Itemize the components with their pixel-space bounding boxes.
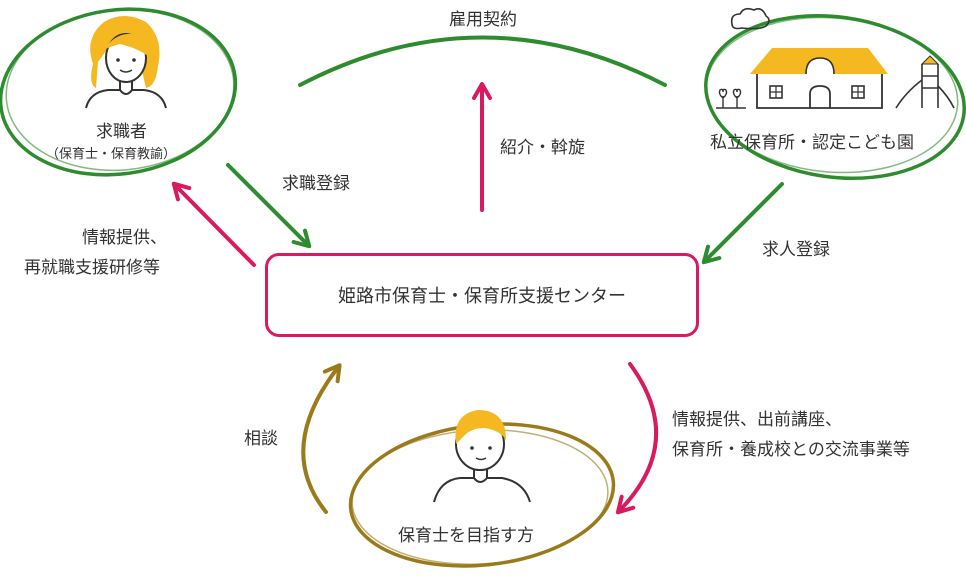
nursery-oval (704, 13, 966, 181)
boy-icon (433, 410, 531, 503)
label-introduction: 紹介・斡旋 (500, 138, 585, 158)
job-seeker-oval-sketch (5, 8, 235, 172)
label-consultation: 相談 (244, 429, 278, 449)
support-center-box: 姫路市保育士・保育所支援センター (265, 253, 699, 337)
label-info-provision-line2: 再就職支援研修等 (24, 258, 160, 278)
job-seeker-subtitle: （保育士・保育教諭） (46, 147, 177, 162)
nursery-building-icon (716, 7, 955, 109)
label-employment-contract: 雇用契約 (449, 10, 517, 30)
woman-icon (85, 16, 167, 109)
label-job-offer-registration: 求人登録 (762, 240, 830, 260)
nursery-oval-sketch (705, 16, 959, 174)
label-job-registration: 求職登録 (282, 174, 350, 194)
arrow-info-provision (171, 181, 256, 267)
label-info-provision-line1: 情報提供、 (82, 228, 167, 248)
arrow-job-offer-registration (701, 182, 784, 265)
label-outreach-line1: 情報提供、出前講座、 (672, 410, 842, 430)
label-outreach-line2: 保育所・養成校との交流事業等 (672, 440, 910, 460)
aspirant-title: 保育士を目指す方 (398, 526, 534, 546)
arrow-outreach (615, 362, 658, 515)
employment-contract-arc (298, 35, 667, 87)
job-seeker-title: 求職者 (96, 122, 147, 142)
nursery-title: 私立保育所・認定こども園 (710, 133, 914, 153)
support-center-label: 姫路市保育士・保育所支援センター (338, 286, 626, 307)
arrow-consultation (301, 363, 342, 514)
arrow-job-registration (226, 163, 312, 249)
